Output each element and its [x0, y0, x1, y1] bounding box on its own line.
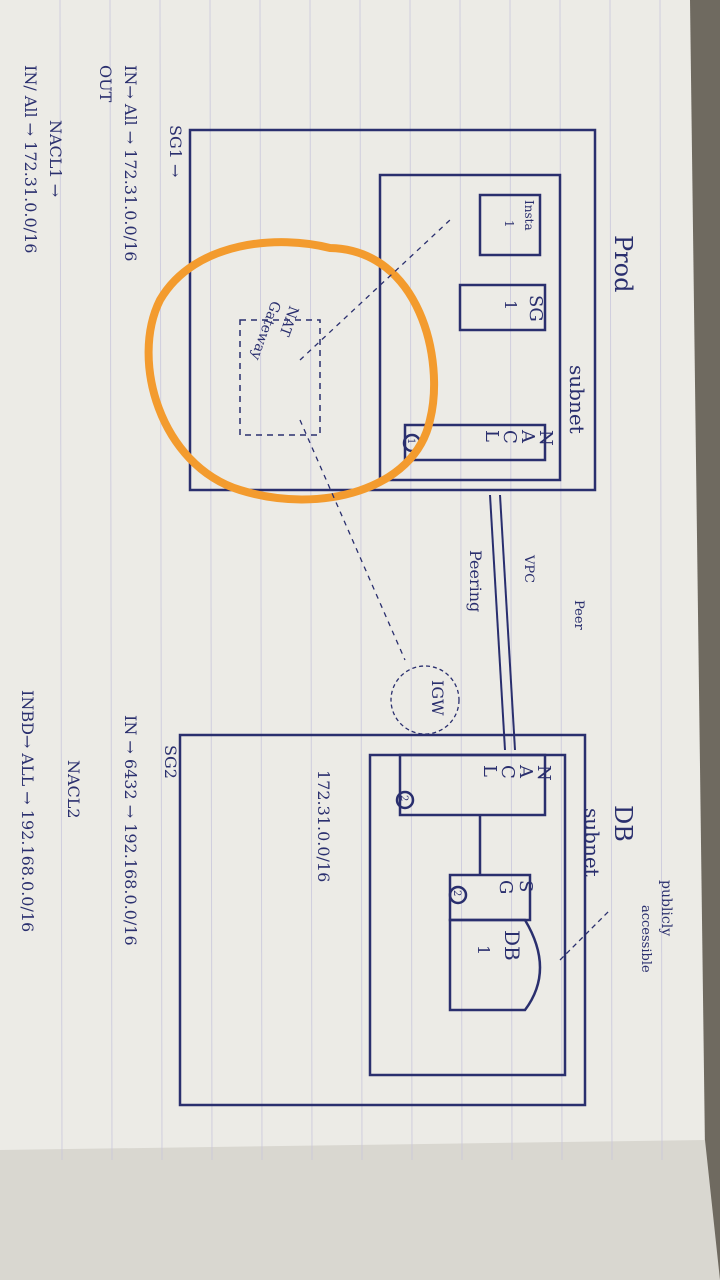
public-access-line	[559, 909, 611, 961]
nacl1-a: A	[517, 429, 538, 444]
publicly-label: publicly	[658, 880, 674, 936]
next-page	[0, 1140, 720, 1280]
peering-label: Peering	[466, 550, 485, 612]
db-vpc-box	[178, 733, 587, 1107]
prod-vpc-box	[188, 128, 597, 492]
prod-subnet-box	[378, 173, 562, 482]
sg2-s: S	[515, 880, 536, 892]
sg1-box	[458, 283, 547, 332]
nacl1-badge-label: 1	[405, 438, 416, 444]
nacl2-title: NACL2	[64, 760, 83, 819]
prod-vpc	[188, 128, 597, 492]
nacl2-badge	[395, 790, 415, 810]
nacl2-n: N	[533, 765, 554, 781]
notebook-page	[0, 0, 705, 1170]
nacl1-l: L	[481, 430, 502, 442]
sg2-badge-label: 2	[451, 890, 462, 896]
prod-title: Prod	[609, 235, 637, 292]
db-vpc	[178, 733, 587, 1107]
instance-label-2: 1	[502, 220, 516, 228]
db-title: DB	[609, 805, 637, 842]
peering-labels: VPC Peering Peer IGW	[428, 550, 586, 716]
accessible-label: accessible	[638, 905, 653, 973]
db-cylinder	[448, 918, 542, 1012]
db-cidr: 172.31.0.0/16	[314, 770, 333, 882]
sg1-out-rule: OUT	[96, 65, 115, 103]
rule-lines	[59, 0, 663, 1161]
nacl2-box	[398, 753, 547, 817]
db-label-1: DB	[500, 930, 524, 961]
igw-label: IGW	[428, 680, 447, 716]
sg2-badge	[448, 885, 468, 905]
prod-rules: SG1 → IN→ All → 172.31.0.0/16 OUT NACL1 …	[21, 65, 185, 261]
nacl2-c: C	[497, 765, 518, 779]
peer-badge: Peer	[571, 600, 586, 631]
connections	[299, 219, 451, 661]
nacl1-c: C	[499, 430, 520, 444]
prod-subnet-label: subnet	[565, 365, 589, 434]
vpc-label: VPC	[521, 554, 536, 583]
nacl2-badge-label: 2	[398, 795, 409, 801]
nacl2-l: L	[479, 765, 500, 777]
nacl1-title: NACL1 →	[46, 120, 65, 197]
nacl2-a: A	[515, 764, 536, 779]
nat-gateway-box	[239, 319, 321, 436]
sg2-in-rule: IN → 6432 → 192.168.0.0/16	[121, 715, 140, 946]
instance-box	[478, 193, 542, 257]
sg1-title: SG1 →	[166, 125, 185, 177]
db-labels: DB subnet publicly accessible N A C L 2 …	[314, 764, 674, 973]
sg2-title: SG2	[161, 745, 180, 779]
sg2-g: G	[495, 880, 516, 894]
sg1-label-2: 1	[501, 300, 520, 310]
db-subnet-label: subnet	[580, 808, 604, 877]
nacl2-rule: INBD→ ALL → 192.168.0.0/16	[18, 690, 37, 932]
sg1-label-1: SG	[525, 295, 546, 322]
highlight-circle	[144, 238, 439, 504]
nacl1-n: N	[535, 430, 556, 446]
sg1-in-rule: IN→ All → 172.31.0.0/16	[121, 65, 140, 261]
db-rules: SG2 IN → 6432 → 192.168.0.0/16 NACL2 INB…	[18, 690, 180, 946]
db-label-2: 1	[474, 945, 493, 955]
instance-label-1: Insta	[522, 200, 536, 231]
nacl1-rule: IN/ All → 172.31.0.0/16	[21, 65, 40, 253]
vpc-peering-lines	[489, 494, 516, 751]
igw-circle	[390, 665, 460, 735]
